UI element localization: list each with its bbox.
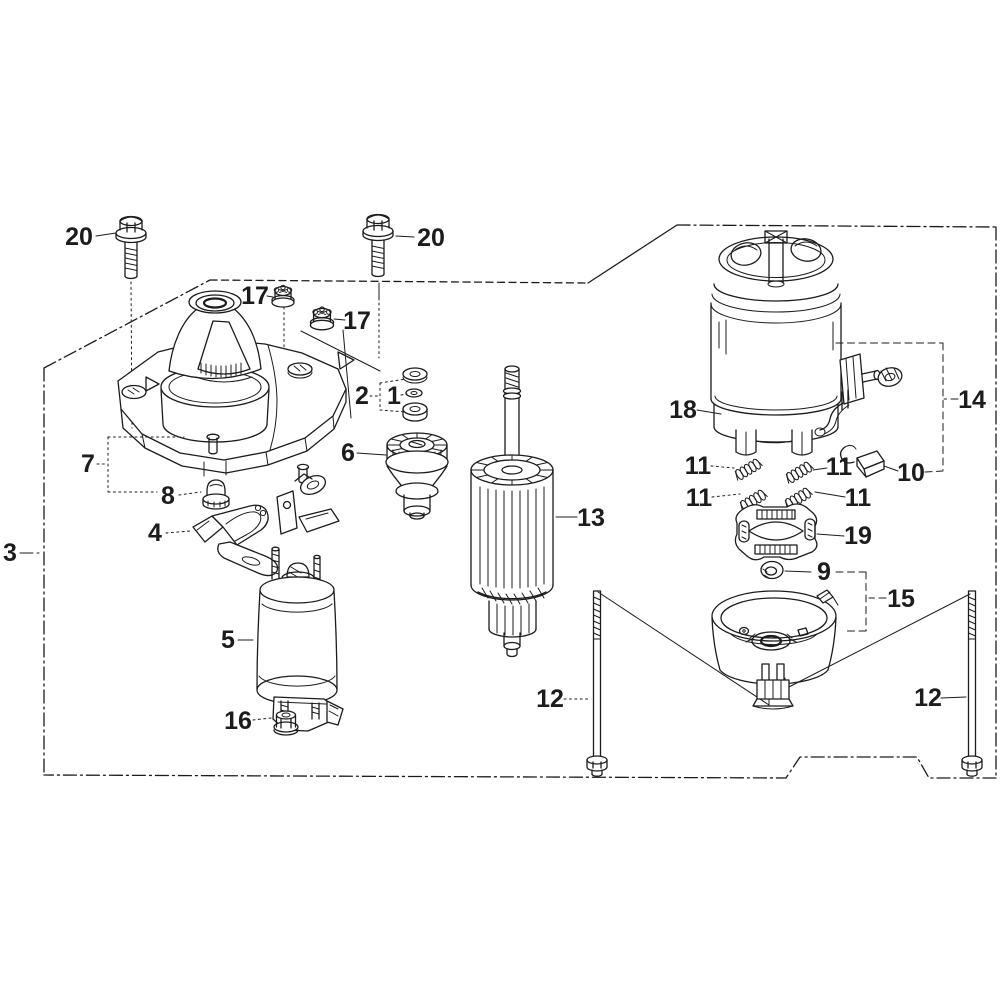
- solenoid-switch: [256, 546, 344, 732]
- brush-spring-b: [783, 459, 815, 485]
- callout-7-7: 7: [81, 436, 185, 493]
- assembly-boundary-outline: [43, 224, 997, 779]
- lock-nut-16: [273, 710, 299, 736]
- end-bushing: [760, 560, 784, 580]
- part-number-label: 18: [669, 396, 697, 424]
- part-number-label: 11: [685, 452, 712, 480]
- brush-holder-plate: [734, 503, 818, 561]
- part-number-label: 4: [148, 519, 162, 547]
- part-number-label: 14: [958, 386, 986, 414]
- callout-11-20: 11: [814, 484, 872, 512]
- callout-1-5: 1: [387, 382, 408, 410]
- callout-20-1: 20: [395, 224, 445, 252]
- callout-17-2: 17: [241, 282, 274, 310]
- callout-17-3: 17: [333, 307, 371, 335]
- part-number-label: 20: [417, 224, 445, 252]
- part-number-label: 6: [341, 439, 355, 467]
- callout-11-19: 11: [686, 484, 741, 512]
- callout-11-18: 11: [812, 453, 853, 481]
- terminal-assembly: [814, 353, 903, 437]
- callout-14-25: 14: [943, 386, 986, 414]
- flange-bolt-right: [362, 213, 394, 278]
- callout-16-11: 16: [224, 707, 272, 735]
- part-number-label: 17: [343, 307, 371, 335]
- pinion-gear: [385, 432, 449, 520]
- washer-set: [402, 367, 428, 422]
- armature: [470, 365, 554, 658]
- part-number-label: 12: [914, 684, 942, 712]
- part-number-label: 8: [161, 482, 175, 510]
- callout-12-15: 12: [914, 684, 967, 712]
- part-number-label: 17: [241, 282, 269, 310]
- callout-10-21: 10: [883, 459, 944, 487]
- through-bolt-left: [586, 590, 608, 777]
- nut-17-a: [271, 284, 295, 308]
- part-number-label: 11: [826, 453, 853, 481]
- brush-spring-a: [732, 456, 764, 482]
- through-bolt-right: [961, 590, 983, 777]
- callout-18-16: 18: [669, 396, 722, 424]
- part-number-label: 1: [387, 382, 401, 410]
- callout-12-14: 12: [536, 685, 590, 713]
- part-number-label: 3: [3, 539, 17, 567]
- motor-yoke: [710, 230, 842, 456]
- part-number-label: 10: [897, 459, 925, 487]
- shift-lever: [192, 473, 340, 577]
- part-number-label: 19: [844, 522, 872, 550]
- part-number-label: 12: [536, 685, 564, 713]
- callout-4-9: 4: [148, 519, 191, 547]
- part-number-label: 11: [845, 484, 872, 512]
- dust-cap: [202, 479, 230, 510]
- part-number-label: 2: [355, 382, 369, 410]
- carbon-brush: [839, 444, 885, 478]
- callout-2-4: 2: [355, 378, 407, 413]
- callout-20-0: 20: [65, 223, 117, 251]
- callout-15-24: 15: [868, 585, 915, 613]
- callout-11-17: 11: [685, 452, 735, 480]
- callout-5-10: 5: [221, 626, 254, 654]
- gear-case-housing: [117, 290, 355, 484]
- part-number-label: 16: [224, 707, 252, 735]
- callout-13-13: 13: [555, 504, 605, 532]
- callout-3-12: 3: [3, 539, 43, 567]
- callout-8-8: 8: [161, 482, 202, 510]
- part-number-label: 11: [686, 484, 713, 512]
- part-number-label: 5: [221, 626, 235, 654]
- part-number-label: 7: [81, 450, 95, 478]
- part-number-label: 15: [887, 585, 915, 613]
- callout-19-22: 19: [816, 522, 872, 550]
- part-number-label: 20: [65, 223, 93, 251]
- flange-bolt-left: [115, 215, 147, 280]
- callout-6-6: 6: [341, 439, 387, 467]
- nut-17-b: [309, 306, 335, 331]
- part-number-label: 13: [577, 504, 605, 532]
- end-cover: [711, 589, 839, 710]
- part-number-label: 9: [817, 558, 831, 586]
- callout-9-23: 9: [784, 558, 867, 586]
